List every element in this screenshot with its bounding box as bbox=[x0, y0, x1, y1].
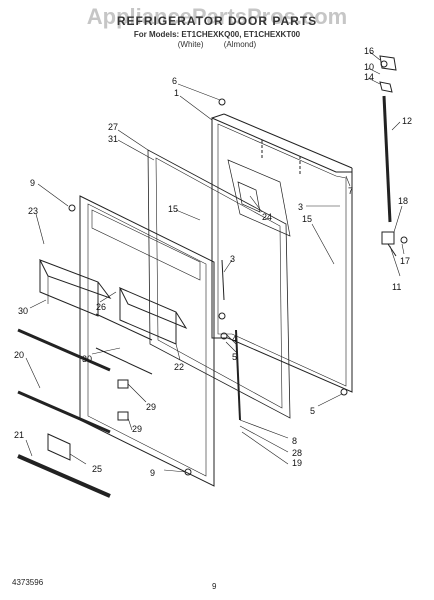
model-numbers: For Models: ET1CHEXKQ00, ET1CHEXKT00 bbox=[133, 30, 301, 39]
lower-hinge bbox=[381, 231, 408, 257]
callout-27: 27 bbox=[108, 122, 118, 132]
clip bbox=[117, 379, 129, 389]
door-stop-rod bbox=[382, 95, 392, 223]
clip bbox=[117, 411, 129, 421]
shelf-rail bbox=[95, 347, 153, 375]
callout-7: 7 bbox=[348, 186, 353, 196]
callout-15b: 15 bbox=[302, 214, 312, 224]
callout-25: 25 bbox=[92, 464, 102, 474]
door-shelf-lower bbox=[118, 287, 188, 345]
door-insulation bbox=[227, 159, 291, 237]
callout-20: 20 bbox=[14, 350, 24, 360]
callout-11: 11 bbox=[392, 282, 401, 292]
door-liner bbox=[79, 195, 215, 487]
callout-29: 29 bbox=[146, 402, 156, 412]
callout-22: 22 bbox=[174, 362, 184, 372]
upper-hinge bbox=[379, 55, 397, 93]
callout-6: 6 bbox=[172, 76, 177, 86]
cover-plate bbox=[47, 433, 71, 461]
callout-10: 10 bbox=[364, 62, 374, 72]
callout-1: 1 bbox=[174, 88, 179, 98]
callout-16: 16 bbox=[364, 46, 374, 56]
callout-30b: 30 bbox=[82, 354, 92, 364]
callout-9: 9 bbox=[30, 178, 35, 188]
handle-parts bbox=[218, 259, 241, 421]
callout-3b: 3 bbox=[230, 254, 235, 264]
callout-12: 12 bbox=[402, 116, 412, 126]
callout-29b: 29 bbox=[132, 424, 142, 434]
callout-19: 19 bbox=[292, 458, 302, 468]
watermark: AppliancePartsPros.com bbox=[86, 4, 348, 29]
callout-4: 4 bbox=[232, 334, 237, 344]
model-colors: (White) (Almond) bbox=[177, 40, 257, 49]
bottom-trim bbox=[17, 454, 111, 498]
callout-labels: 16 10 14 6 1 12 27 31 7 9 3 15 24 18 23 … bbox=[14, 46, 412, 478]
callout-26: 26 bbox=[96, 302, 106, 312]
callout-5: 5 bbox=[232, 352, 237, 362]
callout-31: 31 bbox=[108, 134, 118, 144]
callout-9b: 9 bbox=[150, 468, 155, 478]
callout-28: 28 bbox=[292, 448, 302, 458]
part-number: 4373596 bbox=[12, 578, 44, 587]
diagram-title: REFRIGERATOR DOOR PARTS bbox=[116, 14, 318, 28]
callout-21: 21 bbox=[14, 430, 24, 440]
callout-3: 3 bbox=[298, 202, 303, 212]
callout-15: 15 bbox=[168, 204, 178, 214]
callout-30: 30 bbox=[18, 306, 28, 316]
screw bbox=[218, 98, 226, 106]
page-number: 9 bbox=[212, 582, 217, 591]
callout-23: 23 bbox=[28, 206, 38, 216]
callout-17: 17 bbox=[400, 256, 410, 266]
screw bbox=[68, 204, 76, 212]
screw bbox=[340, 388, 348, 396]
callout-14: 14 bbox=[364, 72, 374, 82]
outer-door-panel bbox=[211, 113, 353, 393]
trim-strips bbox=[17, 328, 111, 434]
callout-5b: 5 bbox=[310, 406, 315, 416]
callout-24: 24 bbox=[262, 212, 272, 222]
callout-18: 18 bbox=[398, 196, 408, 206]
callout-8: 8 bbox=[292, 436, 297, 446]
door-gasket bbox=[147, 149, 291, 419]
door-shelf-upper bbox=[38, 259, 112, 317]
shelf-rail bbox=[95, 313, 153, 341]
